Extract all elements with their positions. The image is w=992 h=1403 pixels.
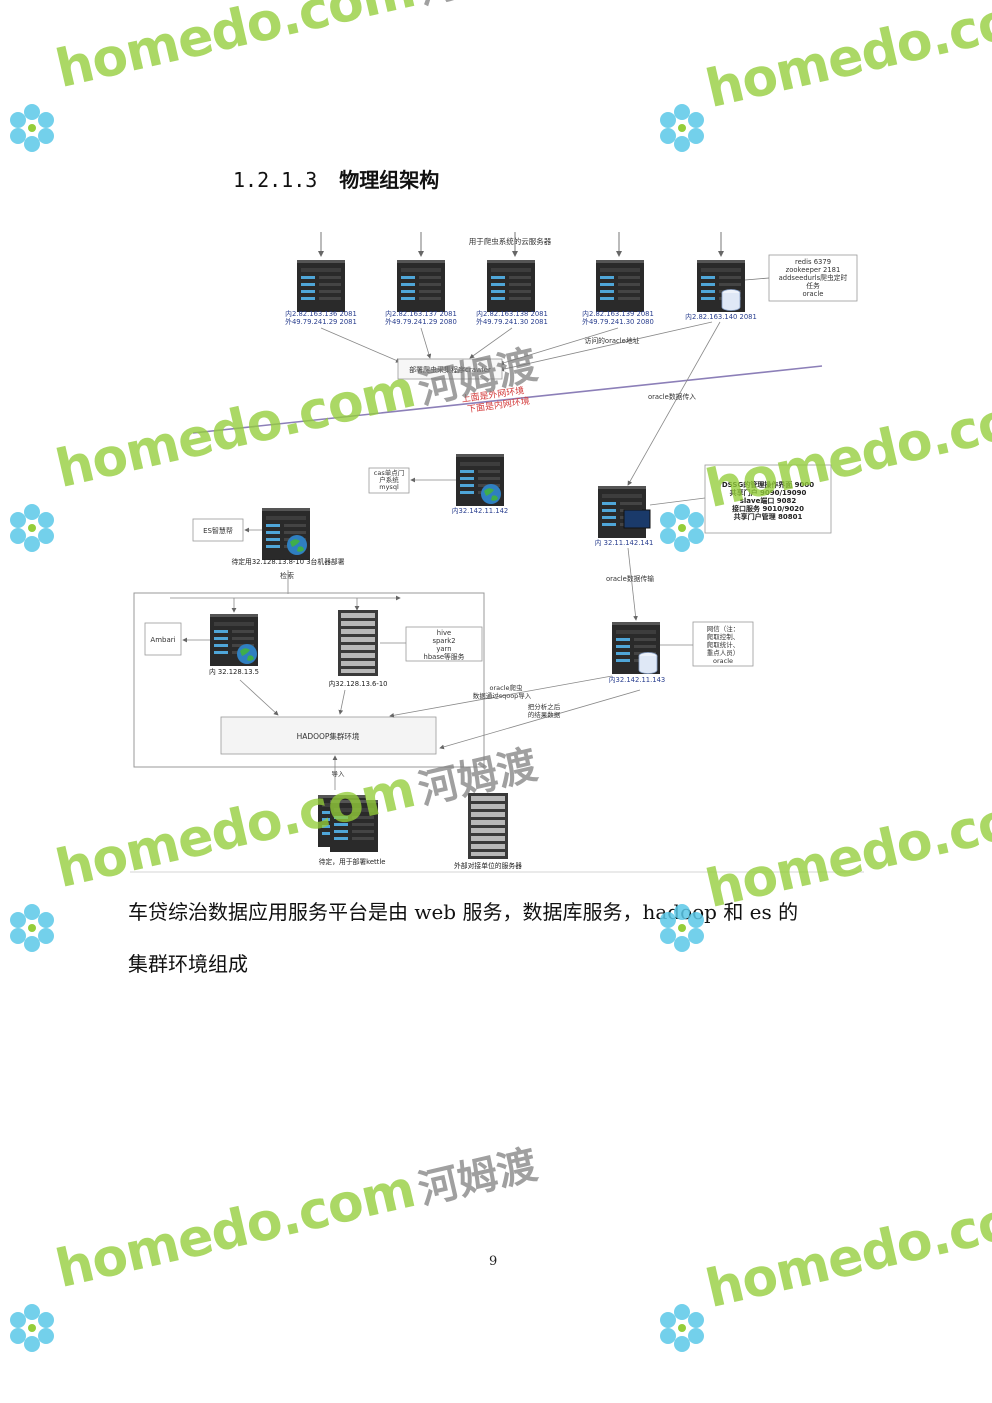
es-server-label: 待定用32.128.13.8-10 3台机器部署 — [231, 557, 344, 566]
server-ip-label: 内2.82.163.137 2081 — [385, 309, 457, 318]
note-line: oracle爬虫 — [489, 683, 523, 692]
import-label: 导入 — [332, 770, 346, 778]
hadoop-label: HADOOP集群环境 — [297, 731, 360, 741]
note-line: oracle — [803, 290, 824, 298]
network-boundary-line — [192, 365, 823, 434]
external-server-label: 外部对接单位的服务器 — [454, 861, 522, 870]
globe-icon — [481, 484, 501, 504]
cloud-server-icon — [596, 260, 644, 312]
cas-note-box — [368, 467, 410, 494]
es-box-label: ES智慧帮 — [203, 526, 233, 535]
server-ip-label: 内2.82.163.136 2081 — [285, 309, 357, 318]
kettle-server-label: 待定，用于部署kettle — [319, 857, 386, 866]
note-line: 把分析之后 — [528, 702, 561, 711]
top-caption: 用于爬虫系统的云服务器 — [469, 236, 552, 246]
note-line: 共享门户 9090/19090 — [730, 488, 807, 497]
server-ip-label: 内2.82.163.139 2081 — [582, 309, 654, 318]
note-line: 数据通过sqoop导入 — [473, 691, 532, 700]
note-line: 网信（注： — [707, 624, 740, 633]
rack-server-icon — [338, 610, 378, 676]
note-line: zookeeper 2181 — [786, 266, 841, 274]
note-line: spark2 — [432, 637, 455, 645]
note-line: 重点人员） — [707, 649, 740, 657]
note-line: cas单点门 — [374, 468, 404, 477]
server-ip-label: 内2.82.163.138 2081 — [476, 309, 548, 318]
redis-note-box — [768, 254, 858, 302]
server-ip-label: 外49.79.241.30 2081 — [476, 317, 548, 326]
ambari-label: Ambari — [150, 636, 175, 644]
note-line: 共享门户管理 80801 — [734, 512, 803, 521]
server-ip-label: 外49.79.241.30 2080 — [582, 317, 654, 326]
note-line: 爬取统计、 — [707, 640, 740, 649]
cloud-server-icon — [297, 260, 345, 312]
cluster-container — [133, 592, 485, 768]
note-line: addseedurls爬虫定时 — [779, 273, 848, 282]
server-ip-label: 内 32.11.142.141 — [595, 538, 654, 547]
server-ip-label: 外49.79.241.29 2081 — [285, 317, 357, 326]
paragraph-line: 车贷综治数据应用服务平台是由 web 服务，数据库服务，hadoop 和 es … — [128, 900, 799, 924]
dssg-note-box — [704, 464, 832, 534]
note-line: DSSG的管理操作界面 9000 — [722, 480, 814, 489]
globe-icon — [287, 535, 307, 555]
section-title: 物理组架构 — [339, 168, 440, 192]
note-line: 任务 — [806, 281, 820, 290]
cloud-server-icon — [397, 260, 445, 312]
paragraph-line: 集群环境组成 — [128, 952, 248, 976]
server-ip-label: 内2.82.163.140 2081 — [685, 312, 757, 321]
body-paragraph: 车贷综治数据应用服务平台是由 web 服务，数据库服务，hadoop 和 es … — [128, 886, 868, 990]
note-line: slave端口 9082 — [740, 496, 797, 505]
note-line: mysql — [379, 483, 399, 491]
monitor-icon — [623, 509, 651, 529]
note-line: yarn — [436, 645, 451, 653]
ambari-box — [144, 622, 182, 656]
server-ip-label: 外49.79.241.29 2080 — [385, 317, 457, 326]
note-line: hbase等服务 — [424, 652, 465, 661]
note-line: hive — [437, 629, 451, 637]
cloud-server-icon — [487, 260, 535, 312]
crawler-box — [397, 358, 503, 380]
server-ip-label: 内 32.128.13.5 — [209, 667, 259, 676]
section-number: 1.2.1.3 — [233, 168, 318, 192]
external-server-icon — [468, 793, 508, 859]
server-ip-label: 内32.142.11.142 — [452, 506, 509, 515]
note-line: oracle — [713, 657, 733, 665]
oracle-transfer-label: oracle数据传输 — [606, 574, 654, 583]
db-note-box — [692, 621, 754, 667]
search-label: 检索 — [280, 571, 294, 580]
database-icon — [721, 289, 741, 311]
crawler-label: 部署爬虫采集程序crawler — [409, 365, 491, 374]
es-box — [192, 518, 244, 542]
server-ip-label: 内32.128.13.6-10 — [329, 679, 388, 688]
page-number: 9 — [489, 1254, 498, 1269]
oracle-access-label: 访问的oracle地址 — [585, 336, 640, 345]
hadoop-box — [220, 716, 437, 755]
section-heading: 1.2.1.3 物理组架构 — [233, 164, 439, 193]
hive-note-box — [405, 626, 483, 662]
note-line: redis 6379 — [795, 258, 831, 266]
globe-icon — [237, 644, 257, 664]
oracle-in-label: oracle数据传入 — [648, 392, 696, 401]
note-line: 的结果数据 — [528, 710, 561, 719]
note-line: 户系统 — [379, 475, 399, 484]
server-ip-label: 内32.142.11.143 — [609, 675, 666, 684]
kettle-server-icon — [330, 800, 378, 852]
note-line: 接口服务 9010/9020 — [732, 504, 804, 513]
note-line: 爬取控制、 — [707, 632, 740, 641]
database-icon — [638, 652, 658, 674]
